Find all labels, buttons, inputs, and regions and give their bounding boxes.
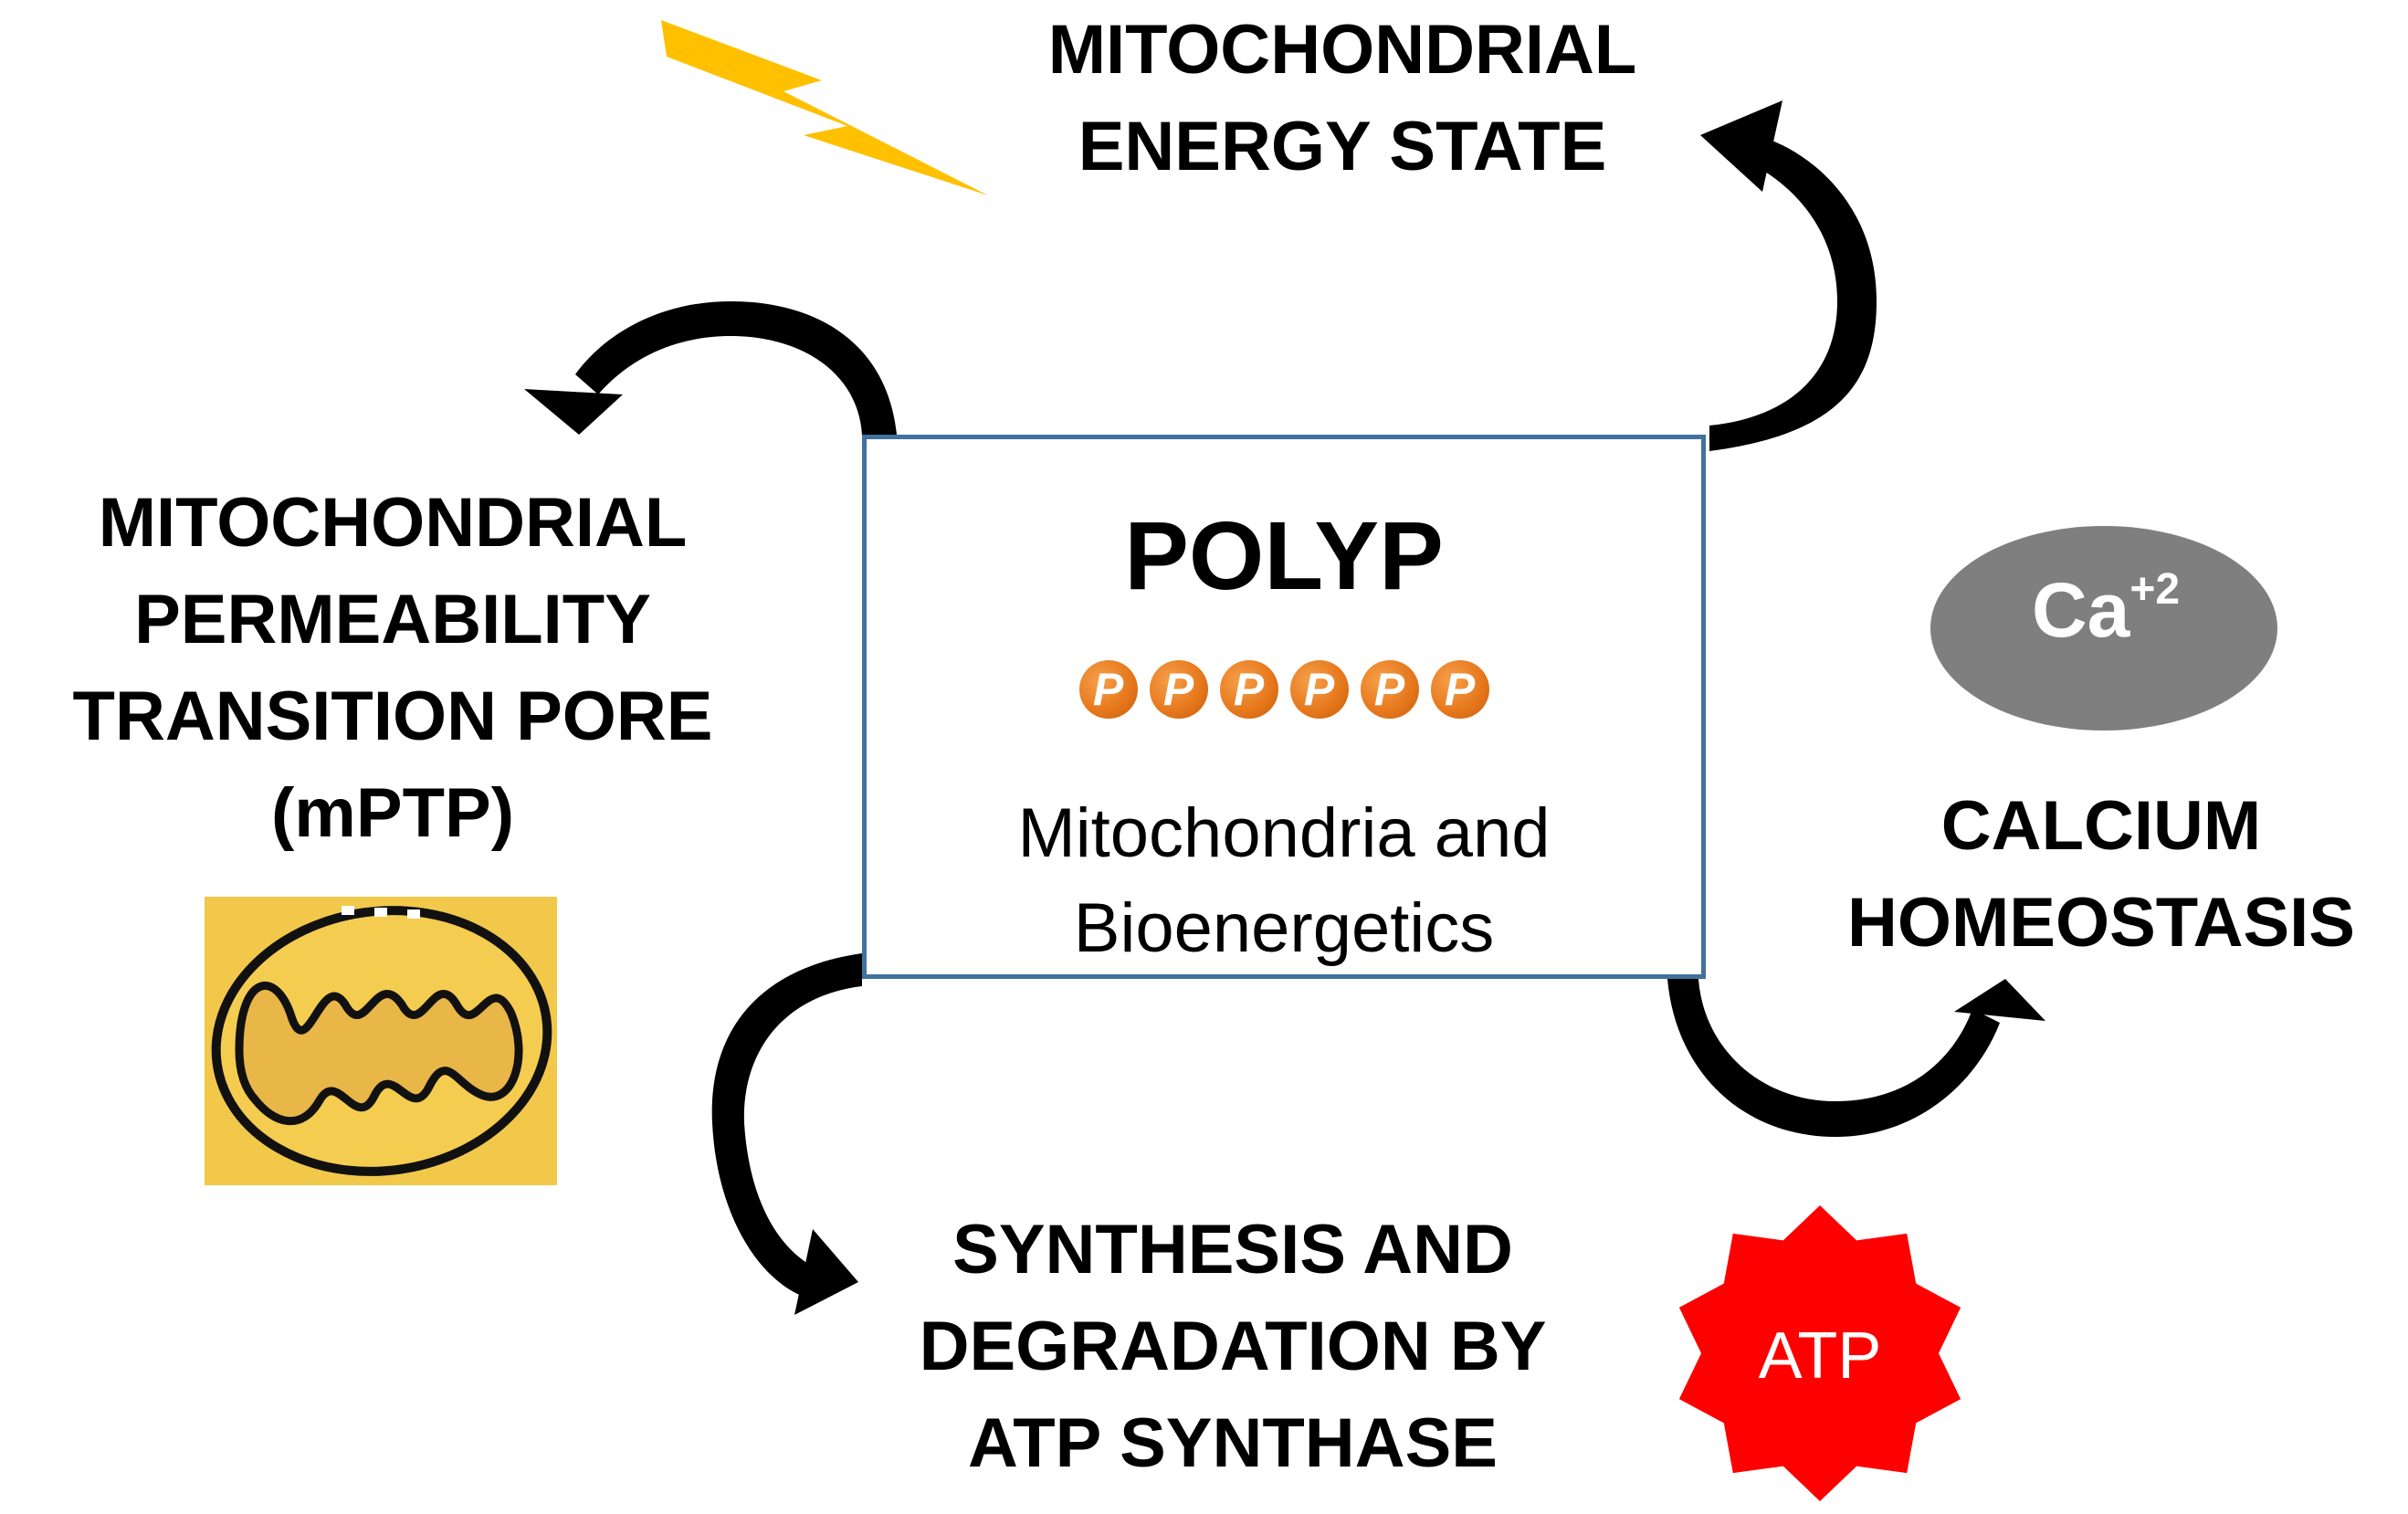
atp-badge-text: ATP bbox=[1758, 1319, 1882, 1393]
lightning-bolt-icon bbox=[661, 20, 988, 195]
label-mptp: MITOCHONDRIAL PERMEABILITY TRANSITION PO… bbox=[72, 484, 713, 852]
label-atp-synthase: SYNTHESIS AND DEGRADATION BY ATP SYNTHAS… bbox=[919, 1211, 1547, 1482]
arrow-head-atp-synthase bbox=[794, 1229, 858, 1315]
arrow-to-mptp bbox=[575, 301, 897, 435]
calcium-ellipse-icon bbox=[1930, 526, 2277, 731]
arrow-to-atp-synthase bbox=[711, 953, 862, 1297]
phosphate-bead-row: P P P P P P bbox=[867, 660, 1701, 724]
center-box: POLYP P P P P P P Mitochondria and Bioen… bbox=[862, 435, 1706, 979]
phosphate-bead-icon: P bbox=[1149, 660, 1208, 719]
atp-star-icon bbox=[1678, 1205, 1961, 1501]
mitochondrion-icon bbox=[205, 897, 557, 1185]
calcium-badge-text: Ca+2 bbox=[2031, 565, 2181, 653]
arrow-head-energy-state bbox=[1700, 100, 1782, 192]
phosphate-bead-icon: P bbox=[1289, 660, 1349, 719]
phosphate-bead-icon: P bbox=[1078, 660, 1138, 719]
phosphate-bead-icon: P bbox=[1430, 660, 1489, 719]
center-title: POLYP bbox=[1124, 502, 1444, 610]
arrow-to-calcium bbox=[1667, 979, 2000, 1137]
label-calcium-homeostasis: CALCIUM HOMEOSTASIS bbox=[1847, 787, 2355, 962]
label-energy-state: MITOCHONDRIAL ENERGY STATE bbox=[1047, 11, 1637, 185]
arrow-to-energy-state bbox=[1709, 137, 1877, 451]
arrow-head-mptp bbox=[524, 389, 623, 435]
phosphate-bead-icon: P bbox=[1219, 660, 1278, 719]
center-subtitle: Mitochondria and Bioenergetics bbox=[1017, 794, 1551, 967]
phosphate-bead-icon: P bbox=[1360, 660, 1419, 719]
arrow-head-calcium bbox=[1954, 979, 2045, 1021]
